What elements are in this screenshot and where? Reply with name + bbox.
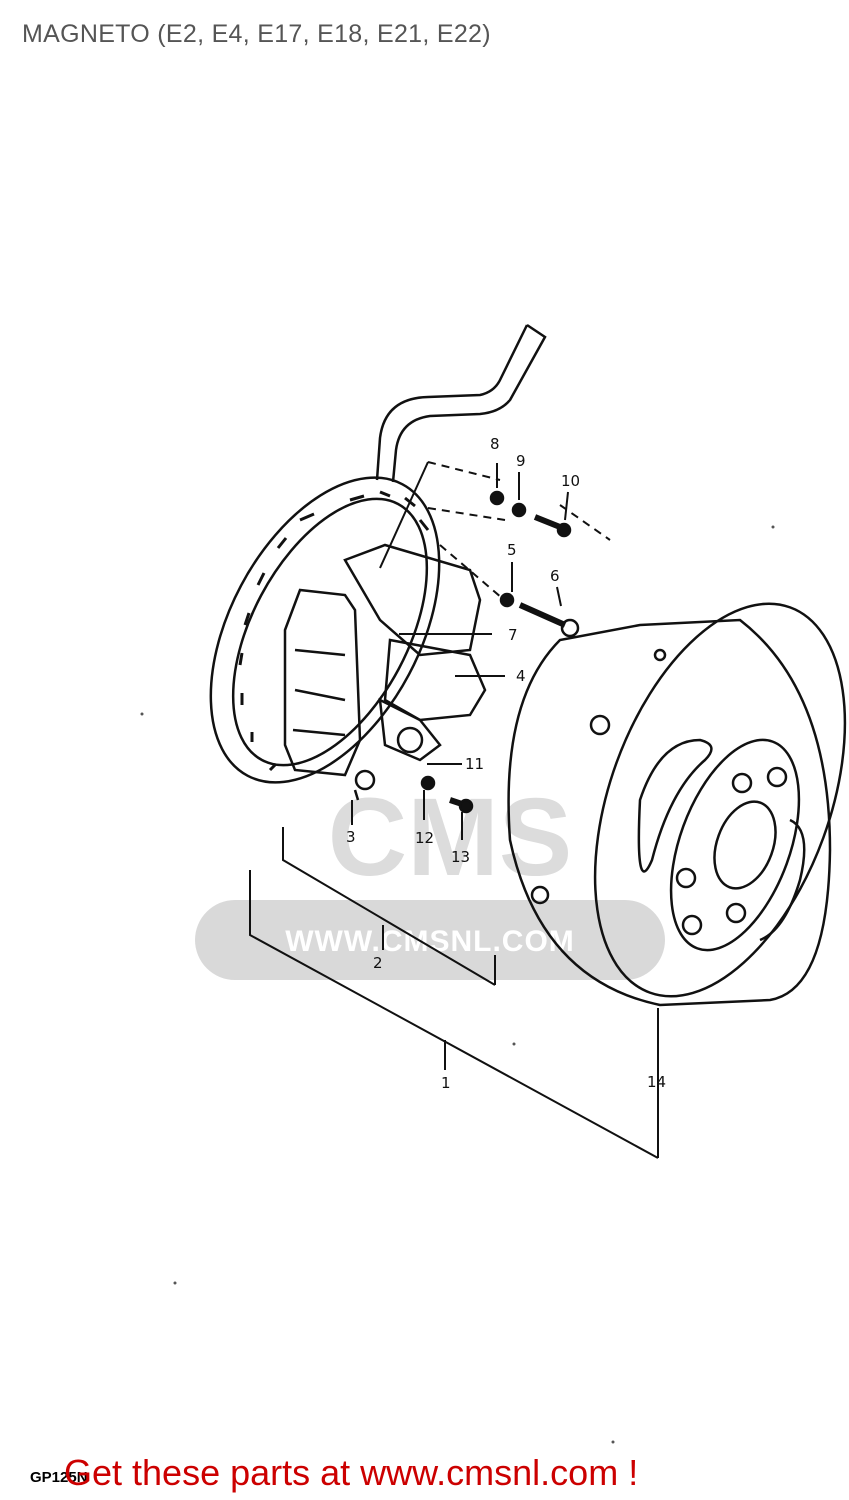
page-title: MAGNETO (E2, E4, E17, E18, E21, E22) [22, 20, 491, 48]
callout-1: 1 [441, 1074, 451, 1092]
watermark: WWW.CMSNL.COM CMS [195, 776, 665, 980]
scan-specks [140, 525, 775, 1444]
stator-coils [283, 543, 487, 801]
leader-lines [249, 461, 659, 1159]
callout-13: 13 [451, 848, 470, 866]
drawing-code: GP125N [30, 1469, 88, 1486]
callout-5: 5 [507, 541, 517, 559]
callout-11: 11 [465, 755, 484, 773]
hardware [420, 490, 580, 814]
callout-labels: 1 2 3 4 5 6 7 8 9 10 11 12 13 14 [346, 435, 666, 1092]
callout-2: 2 [373, 954, 383, 972]
callout-7: 7 [508, 626, 518, 644]
flywheel-rotor [507, 602, 847, 1007]
watermark-url: WWW.CMSNL.COM [285, 925, 575, 958]
wire-harness [375, 323, 547, 483]
callout-4: 4 [516, 667, 526, 685]
callout-9: 9 [516, 452, 526, 470]
watermark-logo: CMS [328, 776, 572, 899]
callout-12: 12 [415, 829, 434, 847]
callout-3: 3 [346, 828, 356, 846]
callout-6: 6 [550, 567, 560, 585]
callout-10: 10 [561, 472, 580, 490]
promo-link[interactable]: Get these parts at www.cmsnl.com ! [64, 1452, 639, 1493]
callout-14: 14 [647, 1073, 666, 1091]
callout-8: 8 [490, 435, 500, 453]
